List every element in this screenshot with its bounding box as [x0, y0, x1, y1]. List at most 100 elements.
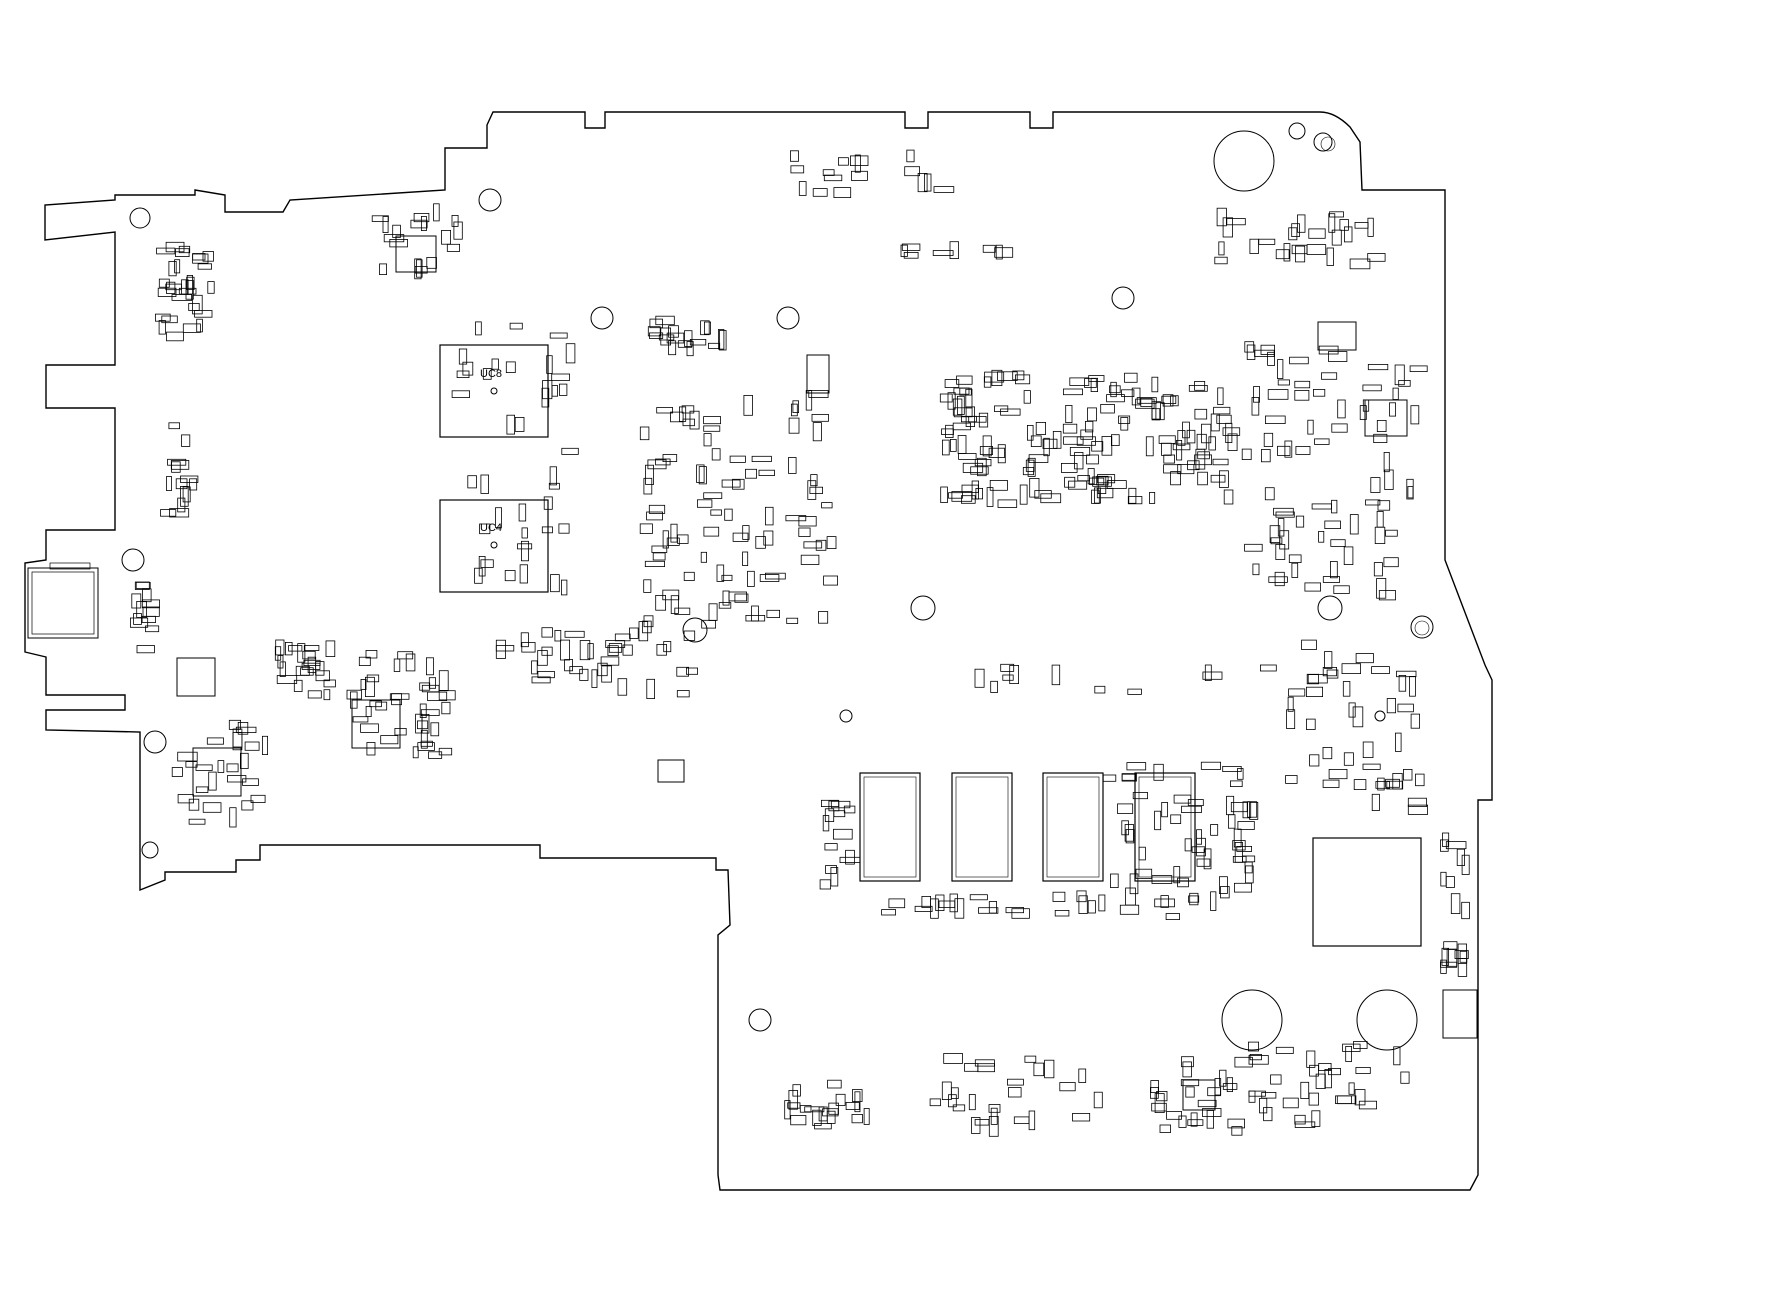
component-field — [129, 149, 1470, 1137]
smd-component — [812, 1109, 822, 1126]
mounting-hole — [682, 617, 708, 643]
smd-component — [647, 459, 667, 470]
smd-component — [323, 689, 331, 701]
smd-component — [419, 703, 427, 718]
smd-component — [1288, 227, 1298, 241]
mounting-hole — [1221, 989, 1283, 1051]
smd-component — [808, 390, 829, 398]
smd-component — [682, 418, 695, 427]
smd-component — [638, 621, 649, 642]
smd-component — [933, 186, 955, 193]
smd-component — [1386, 780, 1404, 790]
smd-component — [428, 751, 443, 759]
smd-component — [788, 457, 797, 474]
mounting-hole — [1414, 620, 1430, 636]
smd-component — [1078, 1068, 1087, 1083]
smd-component — [1313, 388, 1326, 397]
smd-component — [827, 1079, 842, 1089]
smd-component — [1395, 732, 1402, 752]
smd-component — [825, 865, 838, 874]
smd-component — [787, 1102, 801, 1109]
mounting-hole — [1111, 286, 1135, 310]
smd-component — [930, 898, 939, 919]
smd-component — [812, 188, 828, 197]
smd-component — [1284, 440, 1293, 458]
smd-component — [1400, 1071, 1410, 1084]
smd-component — [542, 380, 553, 400]
smd-component — [815, 539, 827, 551]
smd-component — [804, 1106, 825, 1113]
smd-component — [1220, 886, 1230, 899]
smd-component — [1260, 664, 1277, 672]
smd-component — [1121, 773, 1137, 782]
smd-component — [1247, 801, 1258, 818]
smd-component — [1306, 686, 1324, 698]
smd-component — [1265, 415, 1286, 424]
smd-component — [1076, 436, 1096, 446]
smd-component — [232, 728, 243, 748]
smd-component — [1328, 351, 1348, 362]
smd-component — [1375, 781, 1391, 789]
smd-component — [561, 579, 568, 596]
smd-component — [1331, 423, 1348, 433]
mounting-hole — [121, 548, 145, 572]
smd-component — [1367, 363, 1389, 371]
smd-component — [617, 678, 628, 696]
smd-component — [1282, 1097, 1299, 1109]
smd-component — [1383, 557, 1399, 568]
smd-component — [1263, 432, 1274, 447]
smd-component — [1040, 493, 1062, 504]
mounting-hole — [1320, 136, 1336, 152]
smd-component — [168, 260, 177, 277]
smd-component — [451, 214, 459, 227]
smd-component — [663, 641, 672, 653]
smd-component — [1261, 1092, 1277, 1099]
smd-component — [758, 469, 775, 477]
smd-component — [1002, 674, 1014, 681]
smd-component — [798, 527, 811, 537]
smd-component — [325, 640, 336, 658]
smd-component — [1027, 457, 1036, 477]
smd-component — [1170, 395, 1179, 407]
memory-chip-inner — [955, 776, 1009, 878]
smd-component — [938, 900, 956, 908]
mounting-hole — [478, 188, 502, 212]
smd-component — [751, 455, 772, 462]
smd-component — [1124, 372, 1138, 383]
smd-component — [1160, 895, 1169, 908]
smd-component — [383, 234, 405, 243]
smd-component — [819, 879, 831, 890]
smd-component — [1054, 910, 1070, 917]
smd-component — [1237, 768, 1244, 780]
smd-component — [1187, 1119, 1204, 1126]
smd-component — [791, 403, 798, 417]
smd-component — [1322, 576, 1341, 583]
smd-component — [1074, 452, 1084, 470]
smd-component — [1259, 1098, 1268, 1114]
smd-component — [165, 476, 172, 491]
smd-component — [414, 265, 428, 274]
smd-component — [1117, 803, 1134, 814]
smd-component — [181, 279, 189, 295]
smd-component — [1277, 359, 1284, 380]
smd-component — [821, 799, 840, 807]
module — [657, 759, 685, 783]
smd-component — [652, 552, 666, 561]
smd-component — [1140, 397, 1153, 407]
smd-component — [192, 253, 206, 261]
smd-component — [722, 590, 730, 606]
smd-component — [703, 416, 721, 425]
smd-component — [1343, 752, 1354, 766]
smd-component — [1328, 769, 1348, 780]
smd-component — [161, 315, 178, 324]
smd-component — [1392, 387, 1399, 400]
smd-component — [1348, 702, 1356, 718]
smd-component — [1267, 351, 1275, 366]
smd-component — [1110, 381, 1117, 398]
smd-component — [1035, 421, 1046, 435]
smd-component — [1311, 503, 1332, 510]
smd-component — [683, 630, 696, 641]
smd-component — [1121, 389, 1135, 397]
smd-component — [1219, 876, 1228, 894]
smd-component — [537, 671, 555, 679]
